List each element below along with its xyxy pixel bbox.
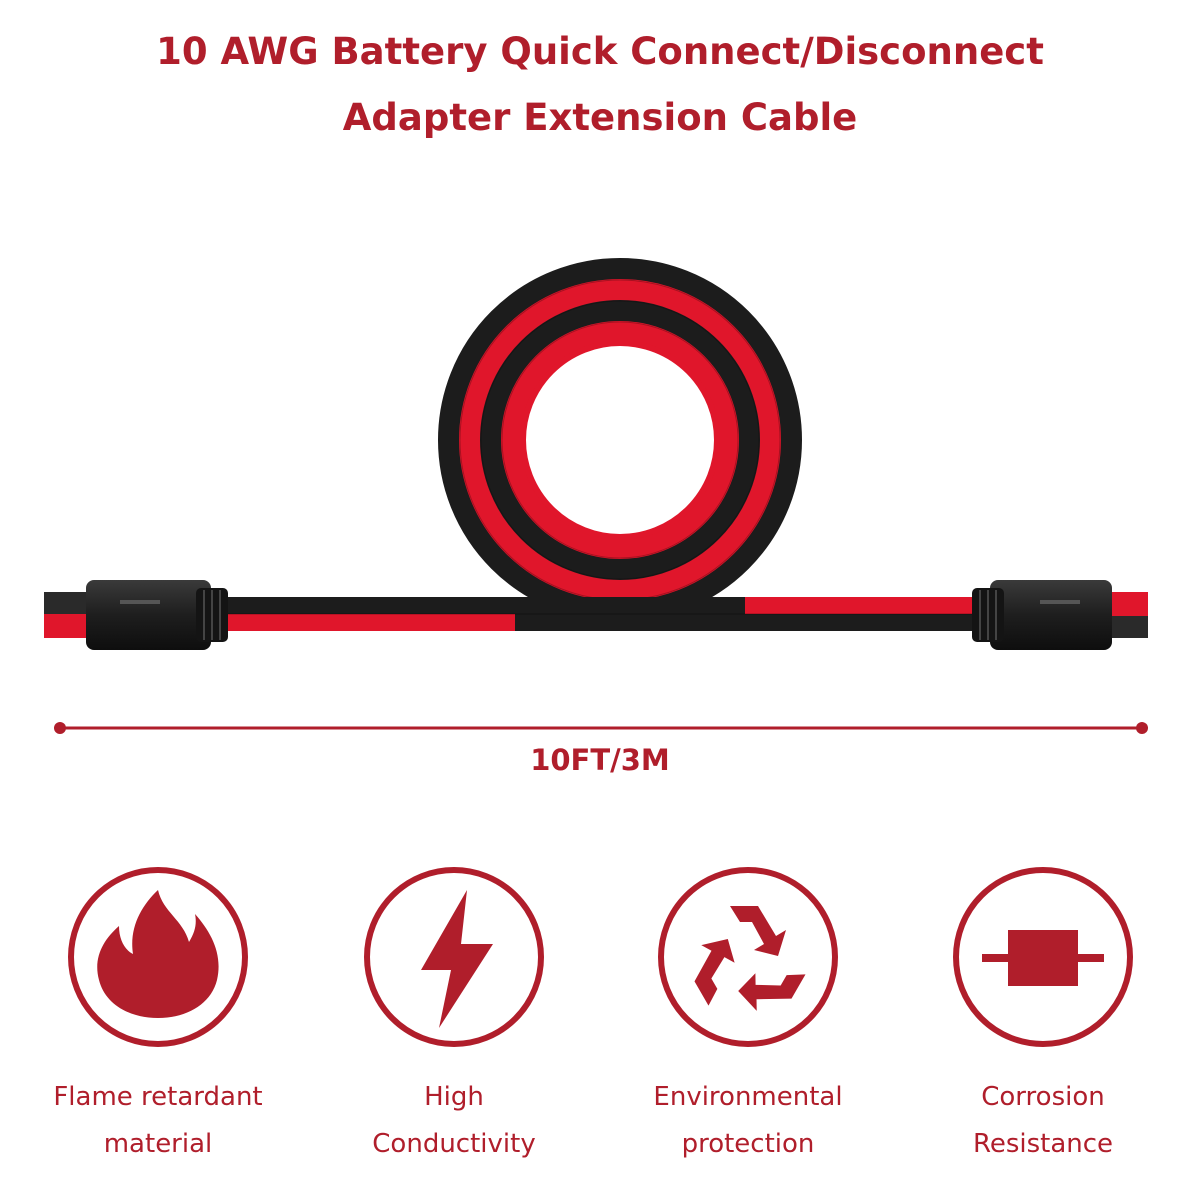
feature-environmental-protection: Environmental protection [638, 862, 858, 1168]
feature-flame-retardant: Flame retardant material [48, 862, 268, 1168]
straight-cable [225, 597, 975, 631]
feature-label-line-2: material [103, 1129, 213, 1159]
feature-label-line-2: Conductivity [372, 1129, 536, 1159]
feature-label-line-2: protection [681, 1129, 815, 1159]
feature-corrosion-resistance: Corrosion Resistance [933, 862, 1153, 1168]
recycle-icon [658, 867, 838, 1047]
right-connector [972, 580, 1148, 650]
cable-illustration [44, 258, 1148, 650]
page-title-line-1: 10 AWG Battery Quick Connect/Disconnect [156, 30, 1044, 73]
lightning-icon [364, 867, 544, 1047]
feature-label-line-1: Environmental [653, 1082, 843, 1112]
flame-icon [68, 867, 248, 1047]
feature-label-line-1: Corrosion [981, 1082, 1105, 1112]
left-connector [44, 580, 228, 650]
page-title-line-2: Adapter Extension Cable [342, 96, 858, 139]
feature-label-line-1: High [424, 1082, 484, 1112]
feature-high-conductivity: High Conductivity [344, 862, 564, 1168]
length-dimension-line [54, 722, 1148, 734]
feature-label-line-1: Flame retardant [53, 1082, 263, 1112]
feature-label-line-2: Resistance [972, 1129, 1114, 1159]
resistor-icon [953, 867, 1133, 1047]
coiled-cable [438, 258, 802, 622]
cable-length-label: 10FT/3M [530, 743, 670, 777]
